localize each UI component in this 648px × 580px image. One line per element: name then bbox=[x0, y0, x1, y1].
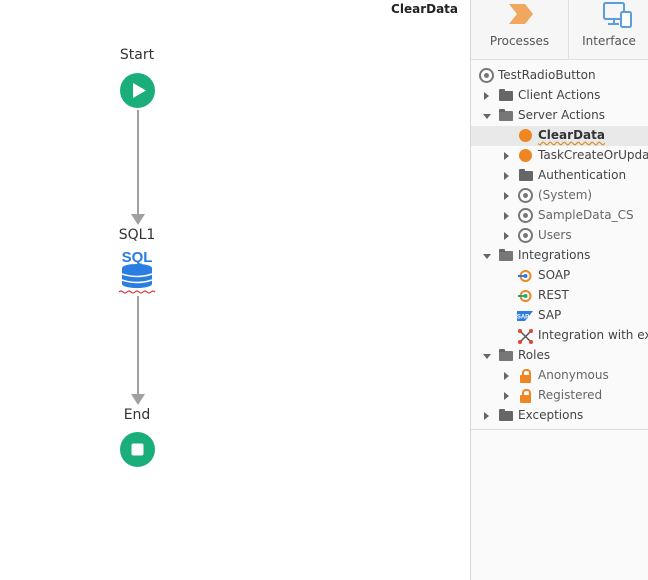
tree-item-exceptions[interactable]: Exceptions bbox=[471, 406, 648, 426]
tab-interface[interactable]: Interface bbox=[569, 0, 648, 59]
tree-item-label: TaskCreateOrUpdat bbox=[538, 148, 648, 162]
tree-item-roles[interactable]: Roles bbox=[471, 346, 648, 366]
folder-icon bbox=[499, 89, 513, 101]
tree-item-label: Integrations bbox=[518, 248, 591, 262]
soap-icon bbox=[518, 270, 532, 282]
tree-item-rest[interactable]: REST bbox=[471, 286, 648, 306]
tree-item-system[interactable]: (System) bbox=[471, 186, 648, 206]
tree-item-root[interactable]: TestRadioButton bbox=[471, 66, 648, 86]
tree-item-integration-with-ext[interactable]: Integration with ext bbox=[471, 326, 648, 346]
tree-item-label: SOAP bbox=[538, 268, 571, 282]
sql-node-label: SQL1 bbox=[118, 227, 156, 243]
panel-tabs: Processes Interface bbox=[471, 0, 648, 60]
flow-connector-2[interactable] bbox=[137, 296, 139, 394]
end-node[interactable] bbox=[120, 432, 155, 467]
arrowhead-icon bbox=[131, 214, 145, 225]
expand-caret-icon[interactable] bbox=[504, 392, 509, 400]
tree-item-label: ClearData bbox=[538, 128, 605, 142]
expand-caret-icon[interactable] bbox=[504, 152, 509, 160]
start-node-label: Start bbox=[119, 47, 155, 63]
expand-caret-icon[interactable] bbox=[504, 232, 509, 240]
collapse-caret-icon[interactable] bbox=[483, 114, 491, 119]
collapse-caret-icon[interactable] bbox=[483, 254, 491, 259]
module-icon bbox=[518, 208, 533, 223]
tree-item-label: Authentication bbox=[538, 168, 627, 182]
tree-item-sampledata-cs[interactable]: SampleData_CS bbox=[471, 206, 648, 226]
tab-divider bbox=[568, 0, 569, 59]
expand-caret-icon[interactable] bbox=[484, 92, 489, 100]
canvas-title: ClearData bbox=[391, 2, 458, 16]
tree-item-taskcreateorupdate[interactable]: TaskCreateOrUpdat bbox=[471, 146, 648, 166]
lock-icon bbox=[520, 369, 531, 383]
sql-database-icon: SQL bbox=[118, 249, 156, 294]
elements-panel: Processes Interface TestRadioButton Clie… bbox=[470, 0, 648, 580]
folder-open-icon bbox=[499, 109, 513, 121]
play-icon bbox=[133, 83, 146, 98]
expand-caret-icon[interactable] bbox=[504, 372, 509, 380]
expand-caret-icon[interactable] bbox=[504, 192, 509, 200]
tree-item-users[interactable]: Users bbox=[471, 226, 648, 246]
tree-item-integrations[interactable]: Integrations bbox=[471, 246, 648, 266]
tree-item-label: Server Actions bbox=[518, 108, 605, 122]
folder-icon bbox=[519, 169, 533, 181]
tree-item-label: Users bbox=[538, 228, 572, 242]
arrowhead-icon bbox=[131, 394, 145, 405]
tree-item-label: Anonymous bbox=[538, 368, 609, 382]
tree-item-label: SAP bbox=[538, 308, 562, 322]
tree-item-label: Registered bbox=[538, 388, 603, 402]
tree-item-soap[interactable]: SOAP bbox=[471, 266, 648, 286]
svg-text:SAP: SAP bbox=[517, 315, 529, 321]
flow-connector-1[interactable] bbox=[137, 110, 139, 214]
tree-item-authentication[interactable]: Authentication bbox=[471, 166, 648, 186]
lock-icon bbox=[520, 389, 531, 403]
rest-icon bbox=[518, 290, 532, 302]
tree-item-label: REST bbox=[538, 288, 569, 302]
sap-icon: SAP bbox=[517, 311, 533, 321]
sql-node[interactable]: SQL bbox=[118, 246, 158, 294]
expand-caret-icon[interactable] bbox=[504, 172, 509, 180]
tree-item-anonymous[interactable]: Anonymous bbox=[471, 366, 648, 386]
processes-icon bbox=[509, 4, 533, 24]
expand-caret-icon[interactable] bbox=[504, 212, 509, 220]
folder-icon bbox=[499, 409, 513, 421]
tab-processes[interactable]: Processes bbox=[471, 0, 568, 59]
server-action-icon bbox=[519, 149, 532, 162]
tree-item-label: Exceptions bbox=[518, 408, 584, 422]
sql-icon-text: SQL bbox=[122, 249, 153, 266]
expand-caret-icon[interactable] bbox=[484, 412, 489, 420]
folder-open-icon bbox=[499, 249, 513, 261]
stop-icon bbox=[131, 443, 144, 456]
tree-divider bbox=[471, 429, 648, 430]
tree-item-cleardata[interactable]: ClearData bbox=[471, 126, 648, 146]
start-node[interactable] bbox=[120, 73, 155, 108]
end-node-label: End bbox=[123, 407, 151, 423]
tree-item-label: (System) bbox=[538, 188, 593, 202]
tree-item-label: Roles bbox=[518, 348, 551, 362]
module-icon bbox=[518, 188, 533, 203]
tree-item-label: SampleData_CS bbox=[538, 208, 634, 222]
interface-icon bbox=[603, 2, 632, 28]
tab-interface-label: Interface bbox=[582, 34, 636, 48]
tree-item-client-actions[interactable]: Client Actions bbox=[471, 86, 648, 106]
tree-item-label: Client Actions bbox=[518, 88, 601, 102]
tree-item-label: TestRadioButton bbox=[498, 68, 596, 82]
tree-item-registered[interactable]: Registered bbox=[471, 386, 648, 406]
tab-processes-label: Processes bbox=[489, 34, 550, 48]
integration-builder-icon bbox=[518, 329, 533, 344]
server-action-icon bbox=[519, 129, 532, 142]
collapse-caret-icon[interactable] bbox=[483, 354, 491, 359]
tree-item-server-actions[interactable]: Server Actions bbox=[471, 106, 648, 126]
module-icon bbox=[479, 68, 494, 83]
tree-item-label: Integration with ext bbox=[538, 328, 648, 342]
tree-item-sap[interactable]: SAP SAP bbox=[471, 306, 648, 326]
flow-canvas[interactable]: ClearData Start SQL1 SQL End bbox=[0, 0, 470, 580]
folder-open-icon bbox=[499, 349, 513, 361]
module-icon bbox=[518, 228, 533, 243]
